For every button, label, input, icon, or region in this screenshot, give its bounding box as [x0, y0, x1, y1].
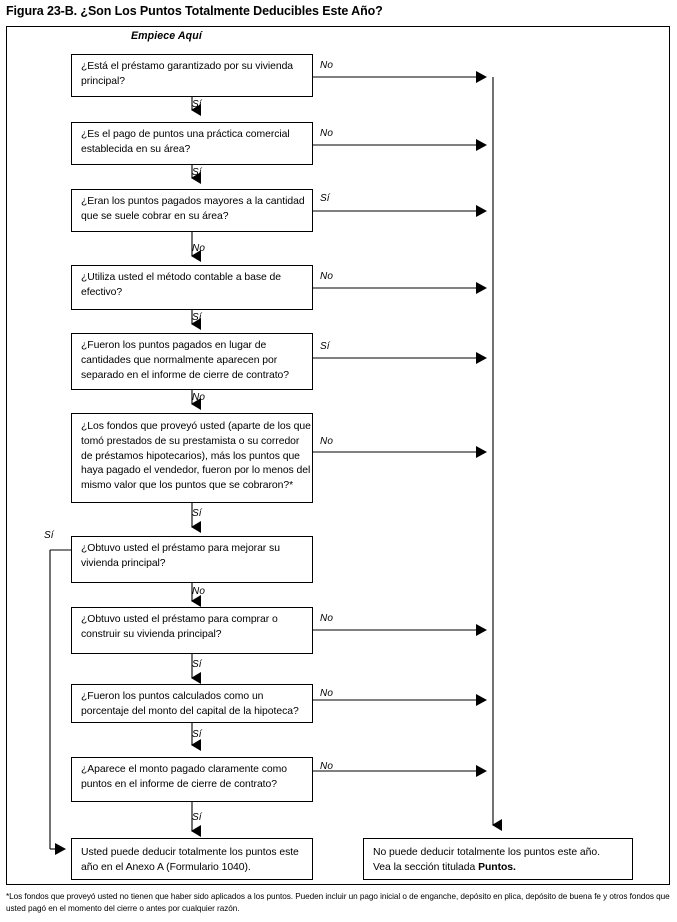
decision-box-q7: ¿Obtuvo usted el préstamo para mejorar s… — [71, 536, 313, 583]
edge-label-q9-si: Sí — [192, 729, 202, 740]
decision-box-q9: ¿Fueron los puntos calculados como un po… — [71, 684, 313, 723]
edge-label-q8-si: Sí — [192, 659, 202, 670]
edge-label-q10-si: Sí — [192, 812, 202, 823]
edge-label-q10-no: No — [320, 761, 333, 772]
decision-box-q4: ¿Utiliza usted el método contable a base… — [71, 265, 313, 310]
edge-label-q7-no: No — [192, 586, 205, 597]
decision-box-q5: ¿Fueron los puntos pagados en lugar de c… — [71, 333, 313, 390]
terminal-box-deductible: Usted puede deducir totalmente los punto… — [71, 838, 313, 880]
edge-label-q5-si: Sí — [320, 341, 330, 352]
flowchart-frame — [6, 26, 670, 885]
edge-label-q1-no: No — [320, 60, 333, 71]
edge-label-q4-no: No — [320, 271, 333, 282]
decision-box-q10: ¿Aparece el monto pagado claramente como… — [71, 757, 313, 802]
terminal-not-deductible-line2-prefix: Vea la sección titulada — [373, 861, 479, 873]
edge-label-q8-no: No — [320, 613, 333, 624]
page-title: Figura 23-B. ¿Son Los Puntos Totalmente … — [6, 4, 383, 18]
decision-box-q6: ¿Los fondos que proveyó usted (aparte de… — [71, 413, 313, 503]
edge-label-q1-si: Sí — [192, 99, 202, 110]
edge-label-q3-si: Sí — [320, 193, 330, 204]
decision-box-q3: ¿Eran los puntos pagados mayores a la ca… — [71, 189, 313, 232]
edge-label-q3-no: No — [192, 243, 205, 254]
terminal-not-deductible-line2-bold: Puntos. — [478, 861, 516, 873]
edge-label-q5-no: No — [192, 392, 205, 403]
terminal-not-deductible-line2: Vea la sección titulada Puntos. — [373, 861, 632, 876]
decision-box-q2: ¿Es el pago de puntos una práctica comer… — [71, 122, 313, 165]
terminal-not-deductible-line1: No puede deducir totalmente los puntos e… — [373, 847, 600, 858]
start-here-label: Empiece Aquí — [131, 30, 202, 42]
footnote-text: *Los fondos que proveyó usted no tienen … — [6, 892, 670, 913]
edge-label-q7-si: Sí — [44, 530, 54, 541]
edge-label-q6-no: No — [320, 436, 333, 447]
edge-label-q2-si: Sí — [192, 167, 202, 178]
terminal-box-not-deductible: No puede deducir totalmente los puntos e… — [363, 838, 633, 880]
decision-box-q8: ¿Obtuvo usted el préstamo para comprar o… — [71, 607, 313, 654]
edge-label-q6-si: Sí — [192, 508, 202, 519]
edge-label-q4-si: Sí — [192, 312, 202, 323]
edge-label-q2-no: No — [320, 128, 333, 139]
decision-box-q1: ¿Está el préstamo garantizado por su viv… — [71, 54, 313, 97]
edge-label-q9-no: No — [320, 688, 333, 699]
